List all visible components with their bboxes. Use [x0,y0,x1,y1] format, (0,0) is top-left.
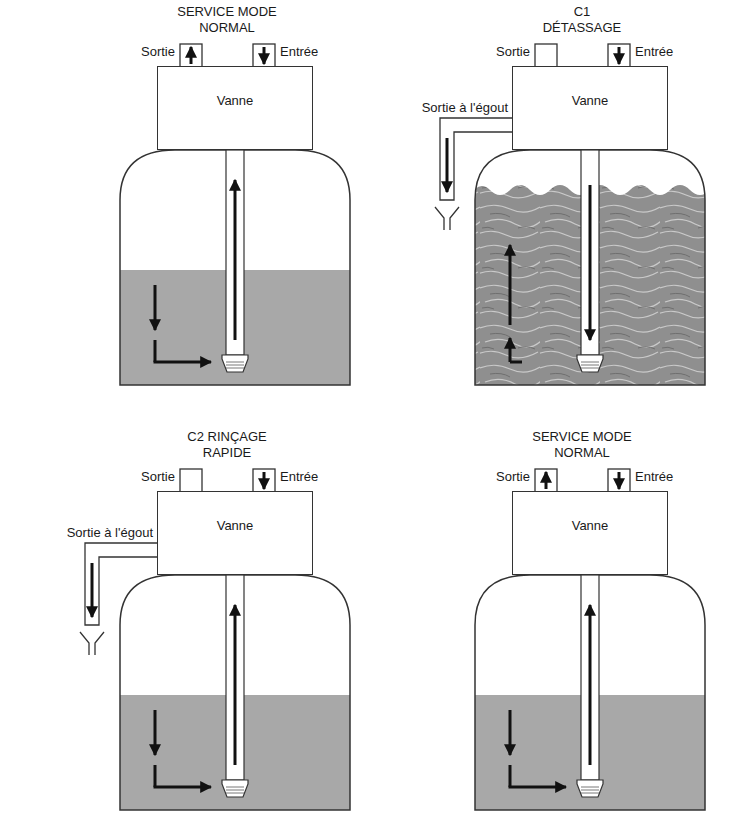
valve-box: Vanne [157,66,313,150]
distributor-slot [226,368,244,369]
distributor-slot [226,787,244,788]
tank-body [120,150,350,385]
inlet-pipe [608,44,630,67]
flow-arrow [509,786,567,789]
drain-funnel [80,632,104,655]
outlet-pipe [180,469,202,492]
tank-outline [475,150,705,385]
flow-arrow [154,285,157,330]
valve-label: Vanne [217,518,254,534]
pipe-label: Sortie à l'égout [422,100,508,116]
distributor-slot [581,368,599,369]
distributor-slot [226,793,244,794]
riser-tube [226,575,244,780]
pipe-label: Entrée [635,469,673,485]
valve-label: Vanne [217,93,254,109]
flow-arrow [263,47,266,64]
flow-stub [509,765,512,787]
distributor [577,355,603,372]
tank-outline [120,575,350,810]
valve-box: Vanne [512,491,668,575]
distributor [577,780,603,797]
pipe-label: Sortie [141,469,175,485]
valve-label: Vanne [572,518,609,534]
distributor [222,355,248,372]
tank-outline [475,575,705,810]
flow-arrow [446,138,449,192]
distributor-slot [581,787,599,788]
flow-arrow [618,472,621,489]
valve-label: Vanne [572,93,609,109]
pipe-label: Entrée [280,469,318,485]
flow-arrow [263,472,266,489]
drain-pipe [85,543,157,625]
flow-arrow [190,47,193,64]
distributor-slot [226,365,244,366]
distributor-slot [226,790,244,791]
distributor [222,780,248,797]
tank-body [120,575,350,810]
valve-box: Vanne [157,491,313,575]
flow-arrow [234,605,237,765]
distributor-slot [581,790,599,791]
pipe-label: Sortie [141,44,175,60]
pipe-label: Sortie [496,469,530,485]
flow-arrow [509,338,512,362]
flow-arrow [154,361,212,364]
flow-stub [510,361,522,364]
flow-arrow [509,710,512,755]
step-title: C2 RINÇAGE RAPIDE [169,429,285,461]
flow-arrow [618,47,621,64]
flow-arrow [91,563,94,617]
tank-outline [120,150,350,385]
flow-arrow [154,710,157,755]
distributor-slot [581,362,599,363]
flow-arrow [589,185,592,340]
pipe-label: Entrée [635,44,673,60]
distributor-slot [226,362,244,363]
inlet-pipe [608,469,630,492]
flow-arrow [509,245,512,325]
flow-stub [154,765,157,787]
pipe-label: Entrée [280,44,318,60]
distributor-slot [581,793,599,794]
flow-arrow [234,180,237,340]
riser-tube [581,575,599,780]
step-title: SERVICE MODE NORMAL [531,429,634,461]
drain-pipe [440,118,512,200]
outlet-pipe [535,44,557,67]
outlet-pipe [180,44,202,67]
inlet-pipe [253,44,275,67]
flow-arrow [589,605,592,765]
riser-tube [226,150,244,355]
pipe-label: Sortie à l'égout [67,525,153,541]
outlet-pipe [535,469,557,492]
agitated-water [470,185,710,390]
valve-box: Vanne [512,66,668,150]
step-title: C1 DÉTASSAGE [541,4,624,36]
flow-arrow [154,786,212,789]
step-title: SERVICE MODE NORMAL [176,4,279,36]
distributor-slot [581,365,599,366]
flow-stub [154,340,157,362]
drain-funnel [435,207,459,230]
flow-arrow [545,472,548,489]
inlet-pipe [253,469,275,492]
riser-tube [581,150,599,355]
tank-body [475,575,705,810]
pipe-label: Sortie [496,44,530,60]
